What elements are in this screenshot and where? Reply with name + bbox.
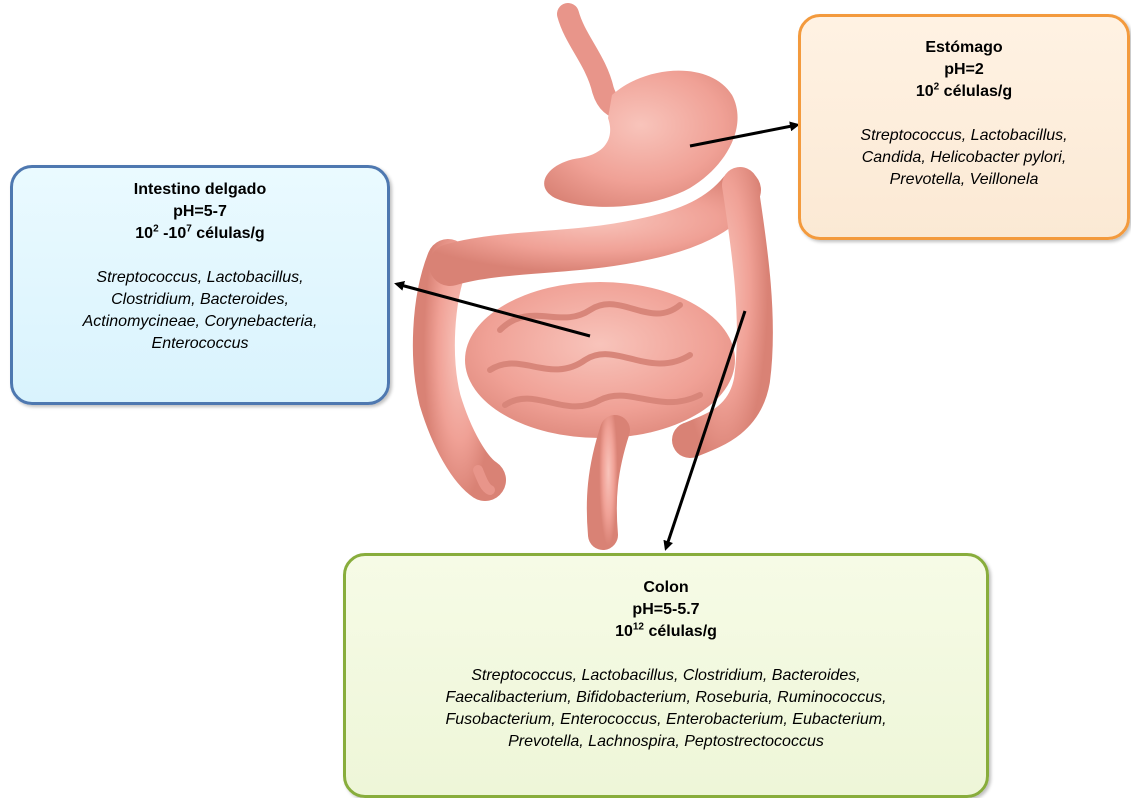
species-line: Fusobacterium, Enterococcus, Enterobacte… — [346, 709, 986, 731]
stomach-info-box: Estómago pH=2 102 células/g Streptococcu… — [798, 14, 1130, 240]
colon-info-box: Colon pH=5-5.7 1012 células/g Streptococ… — [343, 553, 989, 798]
colon-cells-exponent: 12 — [633, 622, 644, 633]
stomach-ph: pH=2 — [801, 59, 1127, 81]
stomach-species: Streptococcus, Lactobacillus, Candida, H… — [801, 125, 1127, 191]
colon-cell-count: 1012 células/g — [346, 621, 986, 643]
stomach-title: Estómago — [801, 37, 1127, 59]
small-intestine-cell-count: 102 -107 células/g — [13, 223, 387, 245]
colon-title: Colon — [346, 577, 986, 599]
species-line: Streptococcus, Lactobacillus, Clostridiu… — [346, 665, 986, 687]
colon-cells-base: 10 — [615, 623, 633, 640]
species-line: Streptococcus, Lactobacillus, — [801, 125, 1127, 147]
stomach-cells-base: 10 — [916, 83, 934, 100]
colon-cells-unit: células/g — [644, 623, 717, 640]
small-intestine-title: Intestino delgado — [13, 179, 387, 201]
species-line: Faecalibacterium, Bifidobacterium, Roseb… — [346, 687, 986, 709]
rectum — [602, 430, 615, 535]
species-line: Actinomycineae, Corynebacteria, — [13, 311, 387, 333]
small-intestine-ph: pH=5-7 — [13, 201, 387, 223]
cells-range-separator: -10 — [159, 225, 187, 242]
stomach — [544, 71, 737, 207]
species-line: Prevotella, Veillonela — [801, 169, 1127, 191]
species-line: Candida, Helicobacter pylori, — [801, 147, 1127, 169]
colon-species: Streptococcus, Lactobacillus, Clostridiu… — [346, 665, 986, 753]
stomach-cell-count: 102 células/g — [801, 81, 1127, 103]
species-line: Streptococcus, Lactobacillus, — [13, 267, 387, 289]
species-line: Enterococcus — [13, 333, 387, 355]
small-intestine-info-box: Intestino delgado pH=5-7 102 -107 célula… — [10, 165, 390, 405]
cells-unit: células/g — [192, 225, 265, 242]
stomach-cells-unit: células/g — [939, 83, 1012, 100]
cells-base: 10 — [135, 225, 153, 242]
species-line: Clostridium, Bacteroides, — [13, 289, 387, 311]
species-line: Prevotella, Lachnospira, Peptostrectococ… — [346, 731, 986, 753]
colon-ph: pH=5-5.7 — [346, 599, 986, 621]
small-intestine-species: Streptococcus, Lactobacillus, Clostridiu… — [13, 267, 387, 355]
